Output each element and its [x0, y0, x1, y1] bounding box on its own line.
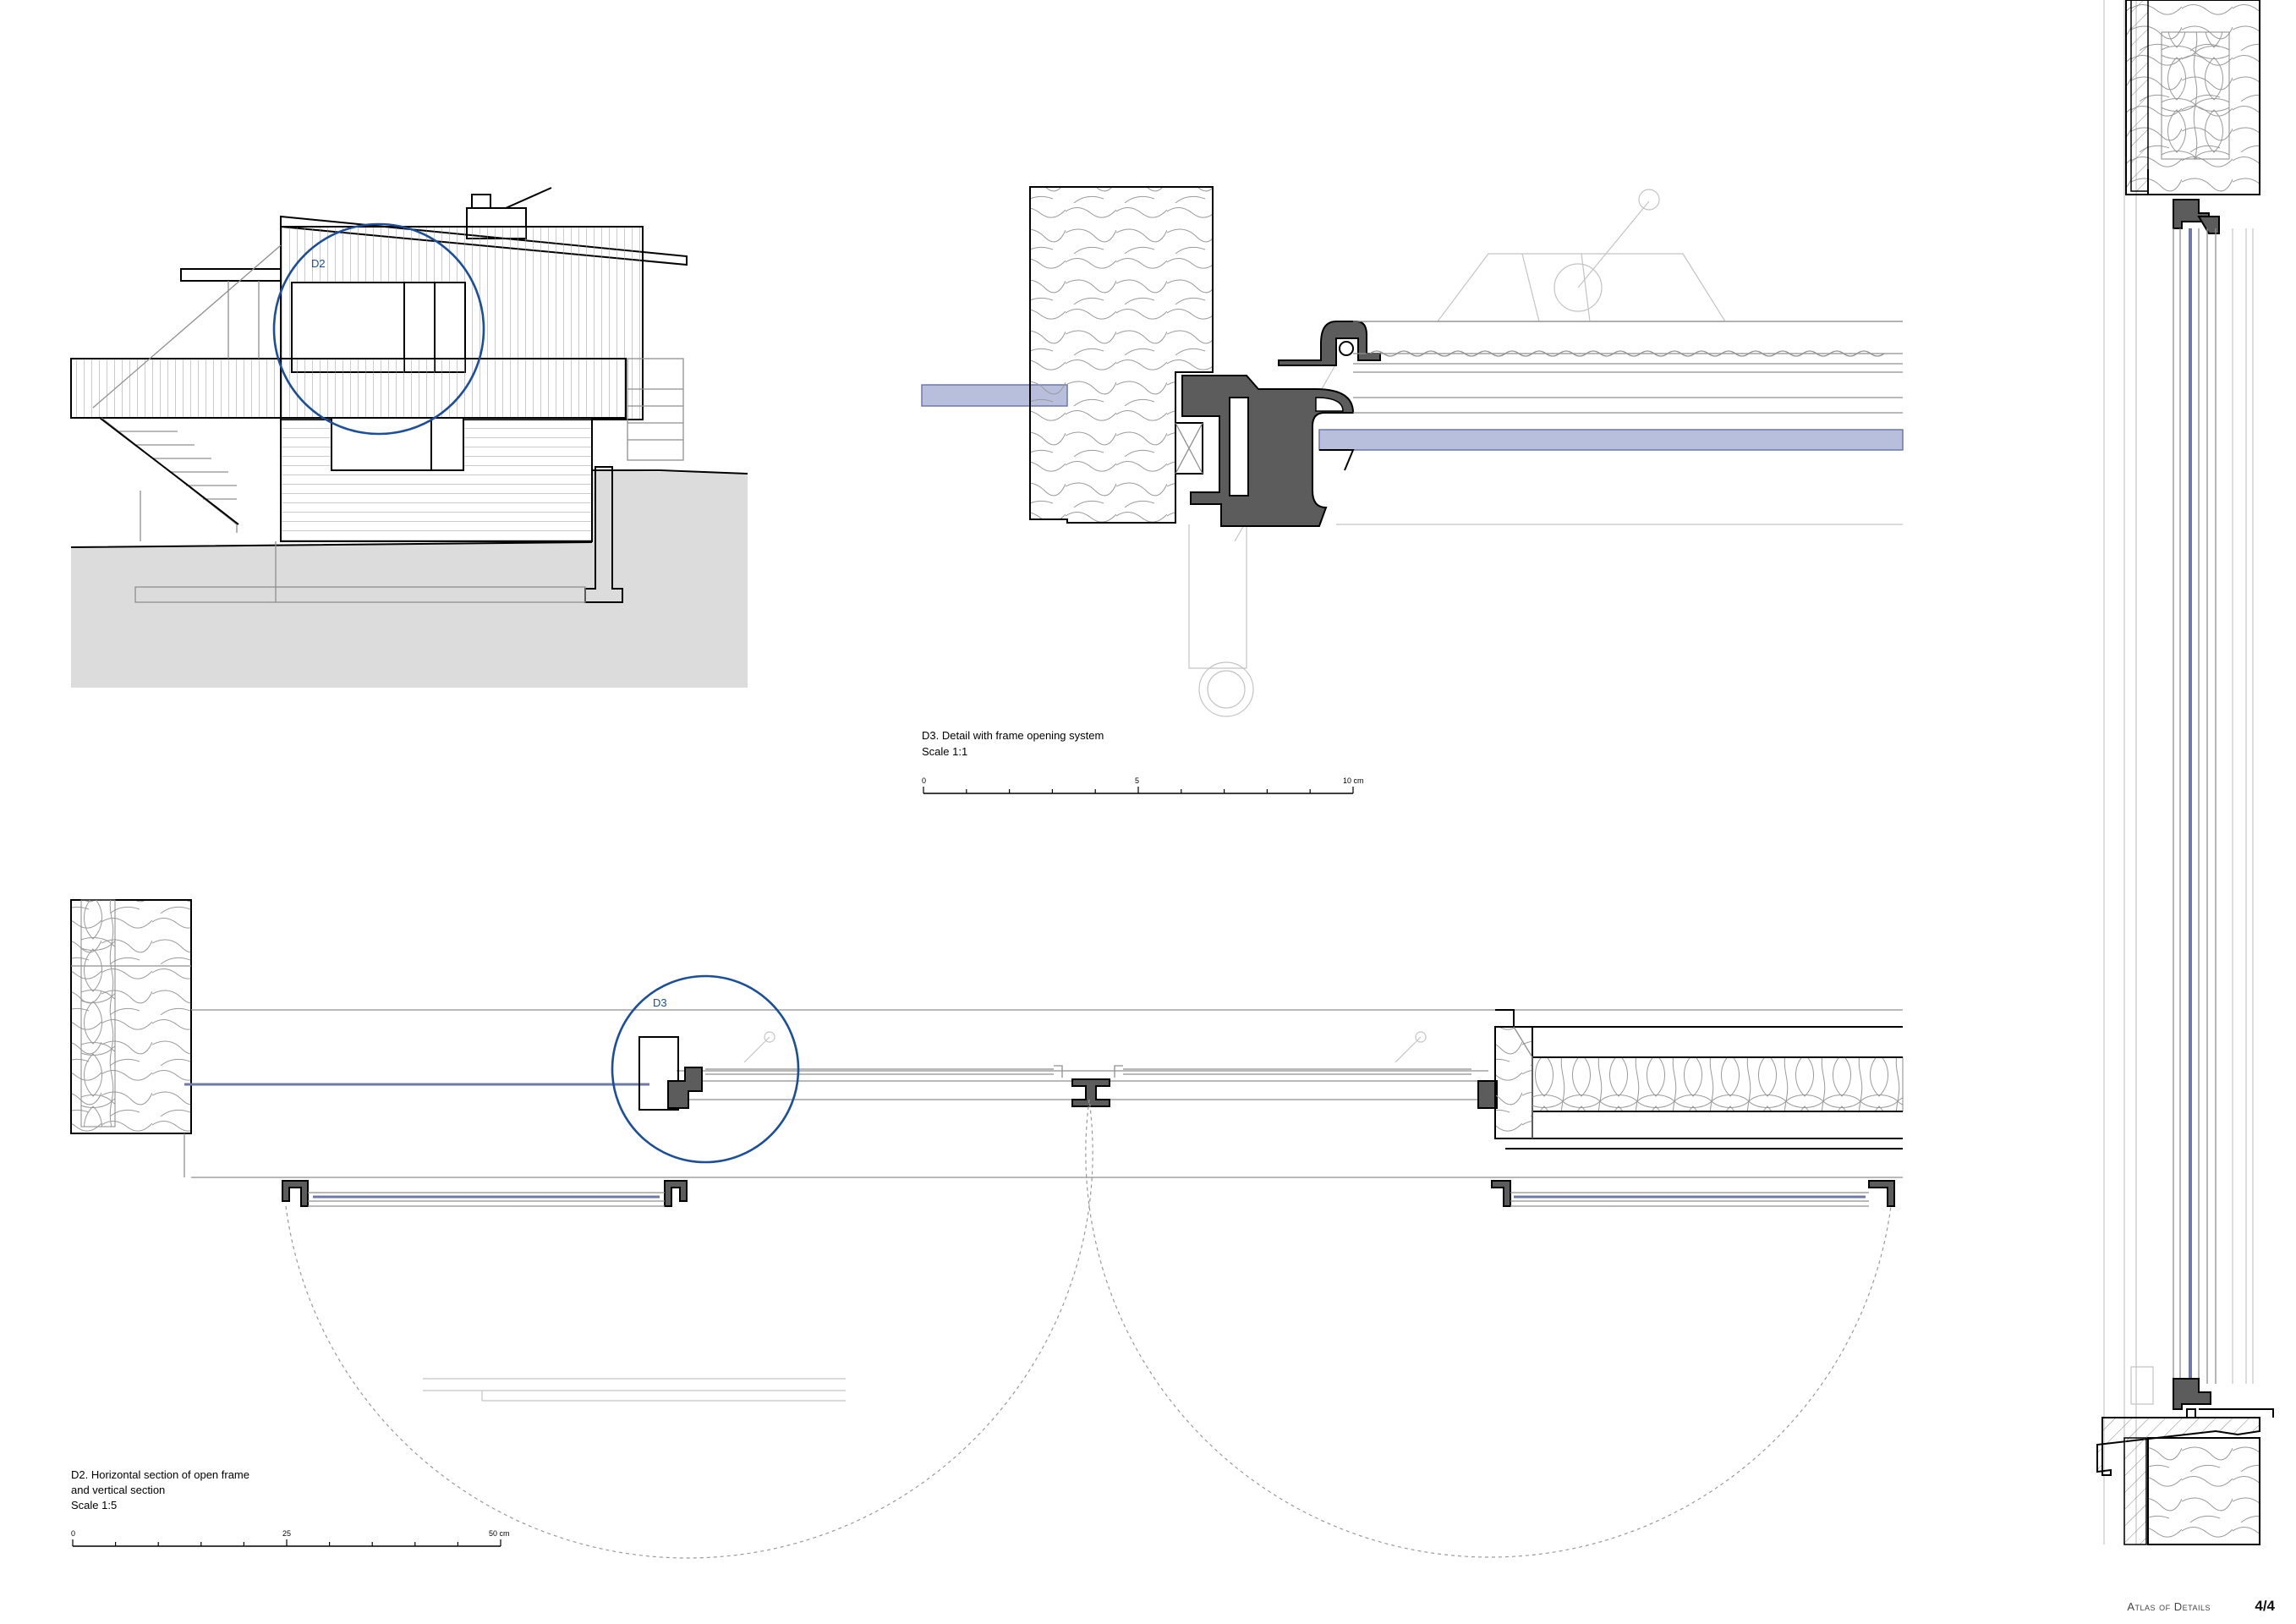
open-sash-left [282, 1180, 309, 1207]
head-hatch [2130, 0, 2149, 192]
d2-caption-scale: Scale 1:5 [71, 1499, 117, 1512]
d3-caption-title: D3. Detail with frame opening system [922, 729, 1104, 742]
sill-board [2096, 1417, 2260, 1476]
callout-circle-d2 [272, 222, 485, 436]
foundation-dashed [134, 586, 586, 603]
frame-jamb-left [638, 1036, 679, 1111]
detail-d2-drawing: D3 [70, 899, 1904, 1559]
sill-timber [2147, 1437, 2260, 1545]
d2-caption: D2. Horizontal section of open frame and… [71, 1468, 249, 1512]
ground-fill [71, 470, 748, 688]
footer-title: Atlas of Details [2127, 1600, 2211, 1613]
sash-profile-right [1477, 1080, 1498, 1109]
d3-scale-tick-0: 0 [922, 776, 926, 785]
detail-d3-drawing [921, 186, 1904, 717]
awning [180, 268, 282, 282]
right-wall-edge [1495, 1009, 1903, 1028]
lower-window [331, 417, 464, 471]
d3-caption: D3. Detail with frame opening system Sca… [922, 729, 1104, 758]
stair [101, 417, 238, 533]
sash-profile-left [667, 1067, 703, 1109]
swing-arc-left [285, 1099, 1093, 1559]
d2-caption-title: D2. Horizontal section of open frame [71, 1468, 249, 1481]
d3-scale-tick-10: 10 cm [1343, 776, 1364, 785]
callout-circle-d3 [611, 974, 800, 1164]
callout-label-d2: D2 [311, 257, 326, 270]
open-sash-right [1491, 1180, 1511, 1207]
vertical-section [2096, 0, 2274, 1545]
d3-scale-tick-5: 5 [1135, 776, 1139, 785]
timber-frame [1029, 186, 1214, 524]
mullion-profile [1071, 1078, 1110, 1107]
balcony-slab [70, 358, 627, 419]
antenna [505, 187, 552, 209]
d2-scale-tick-50: 50 cm [489, 1529, 510, 1538]
d2-scale-tick-25: 25 [282, 1529, 291, 1538]
d3-scale-bar: 0 5 10 cm [922, 776, 1364, 794]
sill-hatch [2123, 1437, 2147, 1545]
hinge-clip [1278, 321, 1381, 366]
footer: Atlas of Details 4/4 [2127, 1598, 2275, 1614]
steel-profile [1181, 375, 1355, 527]
chimney-cap [471, 194, 491, 209]
d3-caption-scale: Scale 1:1 [922, 745, 967, 758]
d2-caption-line2: and vertical section [71, 1484, 165, 1496]
right-wall-insulation [1532, 1056, 1904, 1112]
page-number: 4/4 [2255, 1598, 2275, 1614]
head-insulation [2161, 31, 2230, 160]
ground-line [70, 469, 748, 548]
callout-label-d3: D3 [653, 996, 667, 1009]
right-wall-timber [1494, 1026, 1533, 1139]
swing-arc-right [1085, 1099, 1892, 1558]
left-wall-insulation [80, 899, 116, 1127]
house-elevation: D2 [70, 187, 748, 688]
sill-profile [2173, 1378, 2211, 1410]
timber-rebate [1175, 422, 1203, 475]
d2-scale-tick-0: 0 [71, 1529, 75, 1538]
glass-pane-right [1318, 429, 1904, 451]
d2-scale-bar: 0 25 50 cm [71, 1529, 510, 1547]
retaining-wall [584, 466, 623, 603]
